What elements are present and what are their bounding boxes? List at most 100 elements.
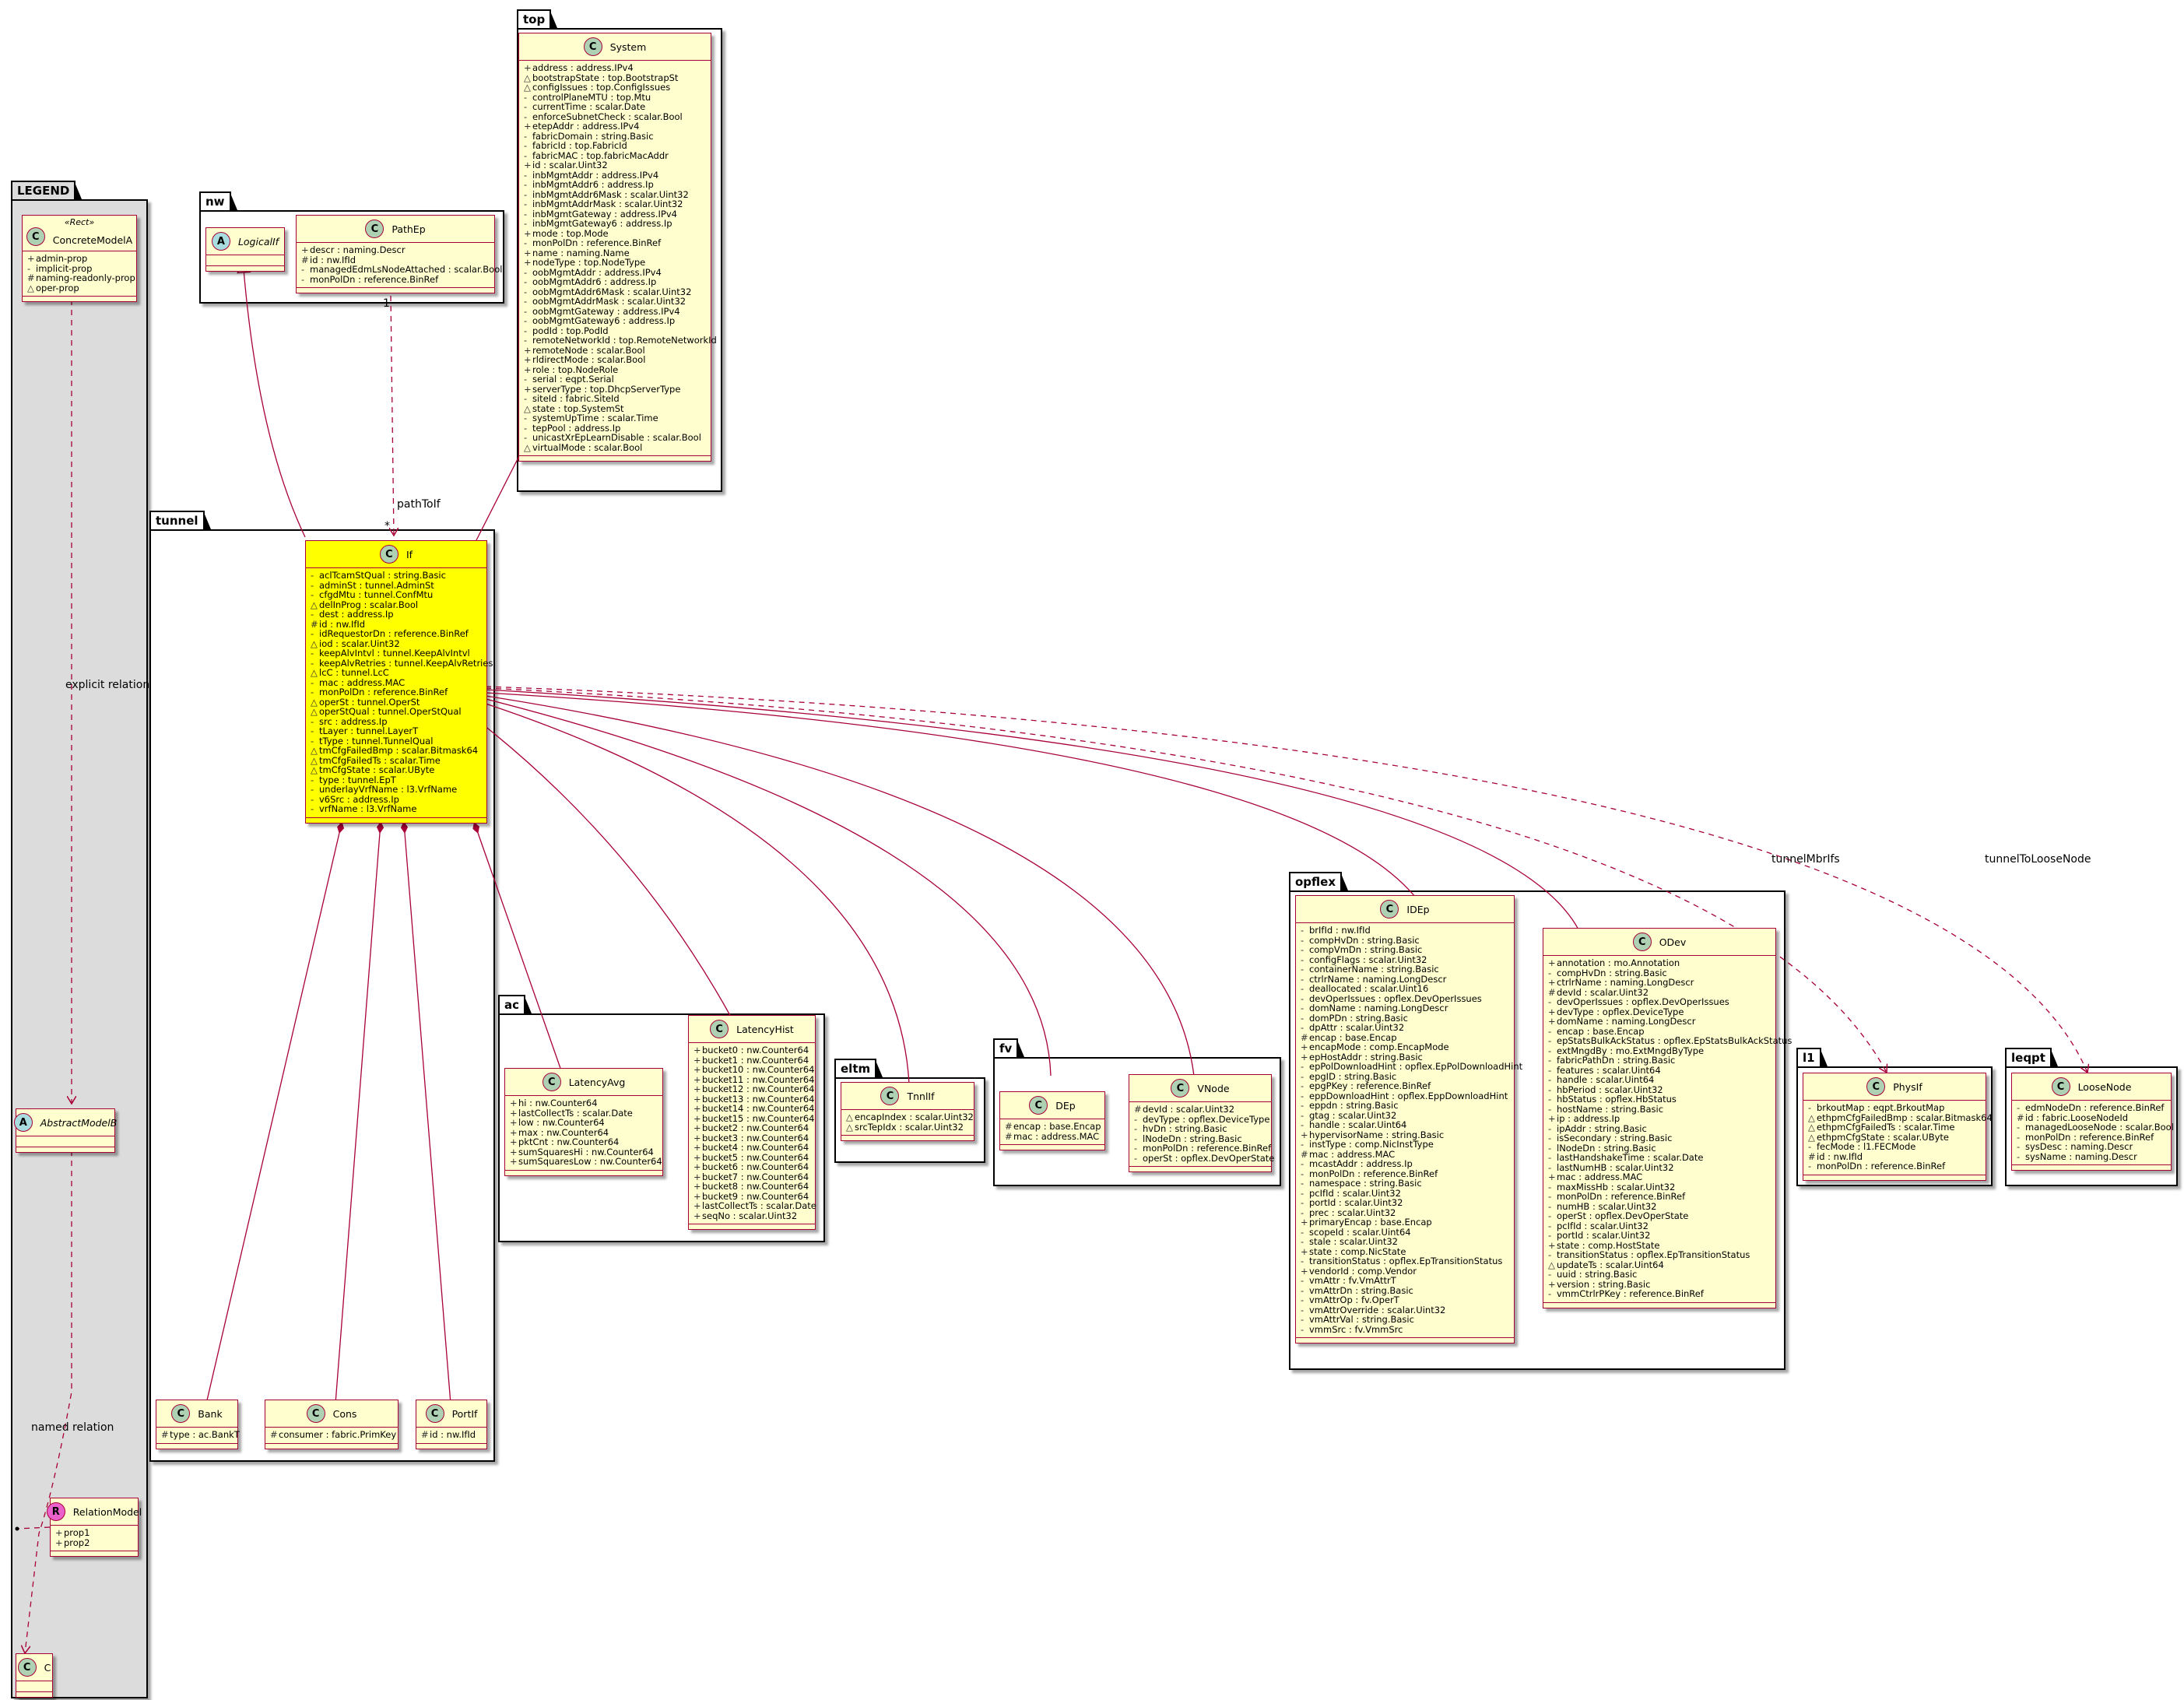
class-attribute: #type : ac.BankT <box>161 1430 240 1440</box>
class-attribute: -handle : scalar.Uint64 <box>1548 1075 1771 1085</box>
class-attribute: +address : address.IPv4 <box>524 63 706 73</box>
attribute-text: pcIfId : scalar.Uint32 <box>1309 1187 1401 1199</box>
class-attribute: #devId : scalar.Uint32 <box>1548 987 1771 998</box>
attribute-text: lNodeDn : string.Basic <box>1557 1142 1656 1154</box>
class-attributes: #type : ac.BankT <box>156 1428 240 1444</box>
attribute-text: bucket10 : nw.Counter64 <box>702 1064 815 1075</box>
visibility-icon: - <box>1808 1161 1812 1171</box>
class-attribute: +remoteNode : scalar.Bool <box>524 345 706 356</box>
attribute-text: tmCfgFailedTs : scalar.Time <box>319 754 441 766</box>
attribute-text: dest : address.Ip <box>319 609 394 620</box>
attribute-text: seqNo : scalar.Uint32 <box>702 1210 798 1221</box>
class-name: DEp <box>1055 1099 1076 1112</box>
attribute-text: nodeType : top.NodeType <box>532 257 646 268</box>
class-attribute: -brIfId : nw.IfId <box>1301 926 1509 936</box>
attribute-text: prec : scalar.Uint32 <box>1309 1207 1396 1218</box>
visibility-icon: + <box>524 227 532 239</box>
attribute-text: serverType : top.DhcpServerType <box>532 383 681 395</box>
visibility-icon: - <box>524 140 528 151</box>
visibility-icon: + <box>1548 957 1556 968</box>
class-attribute: -brkoutMap : eqpt.BrkoutMap <box>1808 1103 1981 1113</box>
attribute-text: handle : scalar.Uint64 <box>1557 1074 1655 1085</box>
attribute-text: encap : base.Encap <box>1309 1031 1397 1043</box>
class-icon: C <box>1380 900 1399 918</box>
attribute-text: keepAlvIntvl : tunnel.KeepAlvIntvl <box>319 648 470 659</box>
class-attribute: +annotation : mo.Annotation <box>1548 958 1771 968</box>
attribute-text: inbMgmtGateway6 : address.Ip <box>532 218 672 229</box>
visibility-icon: + <box>55 1527 63 1538</box>
class-attribute: -monPolDn : reference.BinRef <box>311 687 482 697</box>
visibility-icon: - <box>1548 1064 1552 1076</box>
class-icon: C <box>171 1404 191 1423</box>
attribute-text: hvDn : string.Basic <box>1143 1123 1227 1134</box>
class-attributes: -aclTcamStQual : string.Basic-adminSt : … <box>306 568 493 818</box>
attribute-text: bucket0 : nw.Counter64 <box>702 1045 809 1055</box>
attribute-text: bucket6 : nw.Counter64 <box>702 1161 809 1172</box>
class-attribute: +bucket14 : nw.Counter64 <box>693 1104 814 1114</box>
class-operations <box>1543 1303 1775 1308</box>
attribute-text: vrfName : l3.VrfName <box>319 803 417 814</box>
class-attribute: #mac : address.MAC <box>1301 1149 1509 1160</box>
visibility-icon: - <box>1548 1035 1552 1046</box>
class-attribute: -encap : base.Encap <box>1548 1025 1771 1037</box>
visibility-icon: - <box>311 648 314 659</box>
class-attribute: △iod : scalar.Uint32 <box>311 638 482 649</box>
class-operations <box>306 818 486 823</box>
class-attribute: +bucket13 : nw.Counter64 <box>693 1094 814 1105</box>
class-attribute: +bucket4 : nw.Counter64 <box>693 1143 810 1153</box>
attribute-text: vmmCtrlrPKey : reference.BinRef <box>1557 1288 1704 1299</box>
class-attribute: -keepAlvIntvl : tunnel.KeepAlvIntvl <box>311 648 482 659</box>
class-attributes: +address : address.IPv4△bootstrapState :… <box>519 61 717 456</box>
attribute-text: managedLooseNode : scalar.Bool <box>2025 1122 2174 1133</box>
attribute-text: virtualMode : scalar.Bool <box>532 441 643 453</box>
visibility-icon: △ <box>524 441 531 453</box>
class-attribute: -idRequestorDn : reference.BinRef <box>311 629 482 639</box>
visibility-icon: - <box>524 130 528 142</box>
visibility-icon: + <box>693 1151 701 1163</box>
visibility-icon: - <box>311 715 314 727</box>
attribute-text: operSt : opflex.DevOperState <box>1143 1152 1275 1164</box>
attribute-text: inbMgmtGateway : address.IPv4 <box>532 208 677 220</box>
visibility-icon: + <box>524 354 532 365</box>
class-attribute: -vmAttrVal : string.Basic <box>1301 1315 1509 1325</box>
attribute-text: siteId : fabric.SiteId <box>532 393 620 404</box>
visibility-icon: - <box>301 264 305 275</box>
edge-if-dep <box>474 694 1052 1077</box>
attribute-text: vmAttrDn : string.Basic <box>1309 1284 1413 1296</box>
class-attribute: -inbMgmtGateway : address.IPv4 <box>524 209 706 220</box>
class-attribute: △ethpmCfgState : scalar.UByte <box>1808 1132 1981 1143</box>
class-name: IDEp <box>1406 903 1430 915</box>
visibility-icon: # <box>301 254 309 265</box>
attribute-text: cfgdMtu : tunnel.ConfMtu <box>319 589 434 600</box>
attribute-text: extMngdBy : mo.ExtMngdByType <box>1557 1045 1705 1056</box>
attribute-text: id : nw.IfId <box>430 1429 476 1440</box>
class-attribute: △tmCfgFailedBmp : scalar.Bitmask64 <box>311 746 482 756</box>
attribute-text: encap : base.Encap <box>1557 1025 1645 1037</box>
attribute-text: type : tunnel.EpT <box>319 774 396 785</box>
visibility-icon: + <box>1548 1239 1556 1251</box>
attribute-text: tmCfgState : scalar.UByte <box>319 764 435 775</box>
